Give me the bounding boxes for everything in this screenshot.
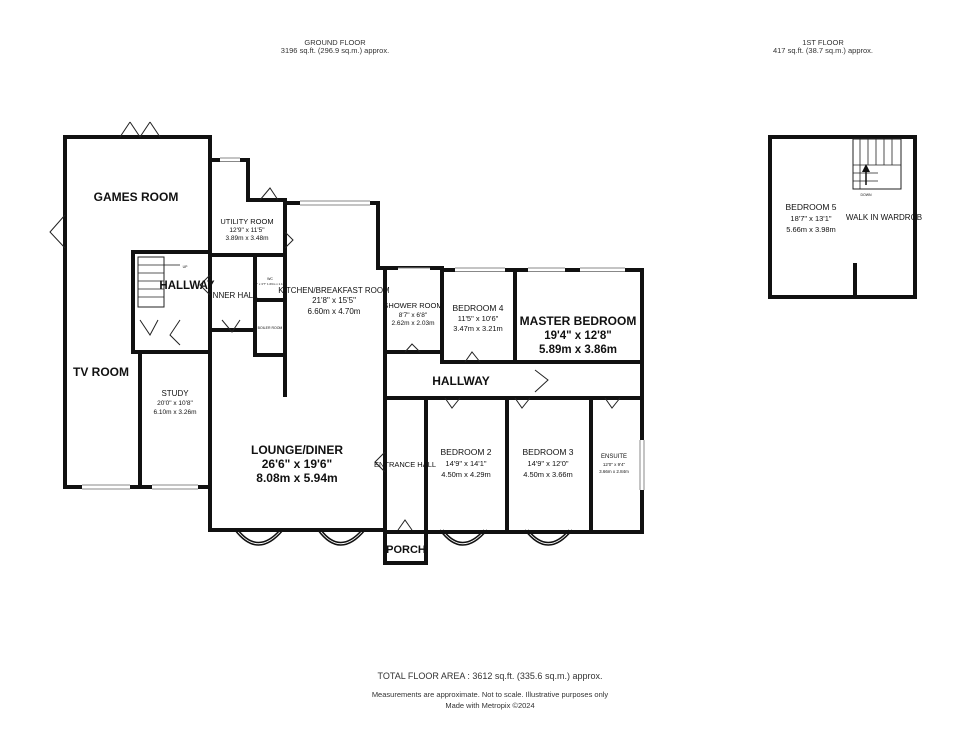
bay-windows — [234, 529, 573, 546]
metropix-credit: Made with Metropix ©2024 — [445, 701, 534, 710]
bedroom2-dim-imperial: 14'9" x 14'1" — [445, 459, 486, 468]
first-floor-title: 1ST FLOOR — [802, 38, 844, 47]
ground-floor-title: GROUND FLOOR — [304, 38, 366, 47]
study-name: STUDY — [161, 389, 189, 398]
ensuite-dim-imperial: 12'0" x 9'4" — [603, 462, 626, 467]
bedroom3-name: BEDROOM 3 — [522, 447, 573, 457]
stair-arrow-icon — [862, 164, 870, 185]
disclaimer-note: Measurements are approximate. Not to sca… — [372, 690, 609, 699]
tv-room-name: TV ROOM — [73, 365, 129, 379]
ensuite-dim-metric: 3.66m x 2.84m — [599, 469, 629, 474]
master-bedroom-name: MASTER BEDROOM — [520, 314, 637, 328]
bedroom4-name: BEDROOM 4 — [452, 303, 503, 313]
ground-floor-windows — [82, 157, 645, 490]
room-labels: GAMES ROOM TV ROOM UTILITY ROOM 12'9" x … — [73, 190, 922, 556]
bedroom5-dim-metric: 5.66m x 3.98m — [786, 225, 836, 234]
ground-stairs-icon — [137, 256, 180, 308]
lounge-name: LOUNGE/DINER — [251, 443, 343, 457]
walk-in-wardrobe-name: WALK IN WARDROB — [846, 213, 922, 222]
lounge-dim-metric: 8.08m x 5.94m — [256, 471, 337, 485]
games-room-name: GAMES ROOM — [94, 190, 179, 204]
lounge-dim-imperial: 26'6" x 19'6" — [262, 457, 332, 471]
boiler-room-name: BOILER ROOM — [258, 326, 283, 330]
inner-hall-name: INNER HALL — [210, 291, 258, 300]
first-floor-walls — [768, 135, 917, 299]
study-dim-metric: 6.10m x 3.26m — [154, 409, 197, 416]
shower-room-name: SHOWER ROOM — [383, 301, 442, 310]
ensuite-name: ENSUITE — [601, 454, 627, 460]
bedroom3-dim-metric: 4.50m x 3.66m — [523, 470, 573, 479]
bedroom5-name: BEDROOM 5 — [785, 202, 836, 212]
wc-name: WC — [267, 277, 273, 281]
master-bedroom-dim-imperial: 19'4" x 12'8" — [544, 330, 612, 342]
stair-up-label: UP — [183, 265, 189, 269]
total-floor-area: TOTAL FLOOR AREA : 3612 sq.ft. (335.6 sq… — [378, 671, 603, 681]
study-dim-imperial: 20'0" x 10'8" — [157, 400, 193, 407]
kitchen-dim-metric: 6.60m x 4.70m — [308, 307, 361, 316]
porch-name: PORCH — [386, 544, 426, 556]
bedroom3-dim-imperial: 14'9" x 12'0" — [527, 459, 568, 468]
bedroom2-dim-metric: 4.50m x 4.29m — [441, 470, 491, 479]
ground-floor-walls — [63, 135, 644, 565]
ground-floor-area: 3196 sq.ft. (296.9 sq.m.) approx. — [281, 46, 389, 55]
wc-dim: 5'6" x 3'7" 1.66m x 1.10m — [253, 282, 287, 286]
entrance-hall-name: ENTRANCE HALL — [374, 460, 436, 469]
shower-room-dim-metric: 2.62m x 2.03m — [392, 320, 435, 327]
kitchen-name: KITCHEN/BREAKFAST ROOM — [278, 286, 390, 295]
first-floor-area: 417 sq.ft. (38.7 sq.m.) approx. — [773, 46, 873, 55]
bedroom4-dim-metric: 3.47m x 3.21m — [453, 324, 503, 333]
doors — [49, 121, 621, 531]
hallway-west-name: HALLWAY — [159, 280, 214, 292]
master-bedroom-dim-metric: 5.89m x 3.86m — [539, 344, 617, 356]
utility-room-dim-metric: 3.89m x 3.48m — [226, 235, 269, 242]
utility-room-name: UTILITY ROOM — [220, 217, 273, 226]
hallway-east-name: HALLWAY — [432, 374, 490, 388]
stair-down-label: DOWN — [860, 193, 872, 197]
utility-room-dim-imperial: 12'9" x 11'5" — [229, 227, 265, 234]
bedroom5-dim-imperial: 18'7" x 13'1" — [790, 214, 831, 223]
bedroom2-name: BEDROOM 2 — [440, 447, 491, 457]
shower-room-dim-imperial: 8'7" x 6'8" — [399, 312, 428, 319]
bedroom4-dim-imperial: 11'5" x 10'6" — [458, 314, 499, 323]
kitchen-dim-imperial: 21'8" x 15'5" — [312, 296, 356, 305]
